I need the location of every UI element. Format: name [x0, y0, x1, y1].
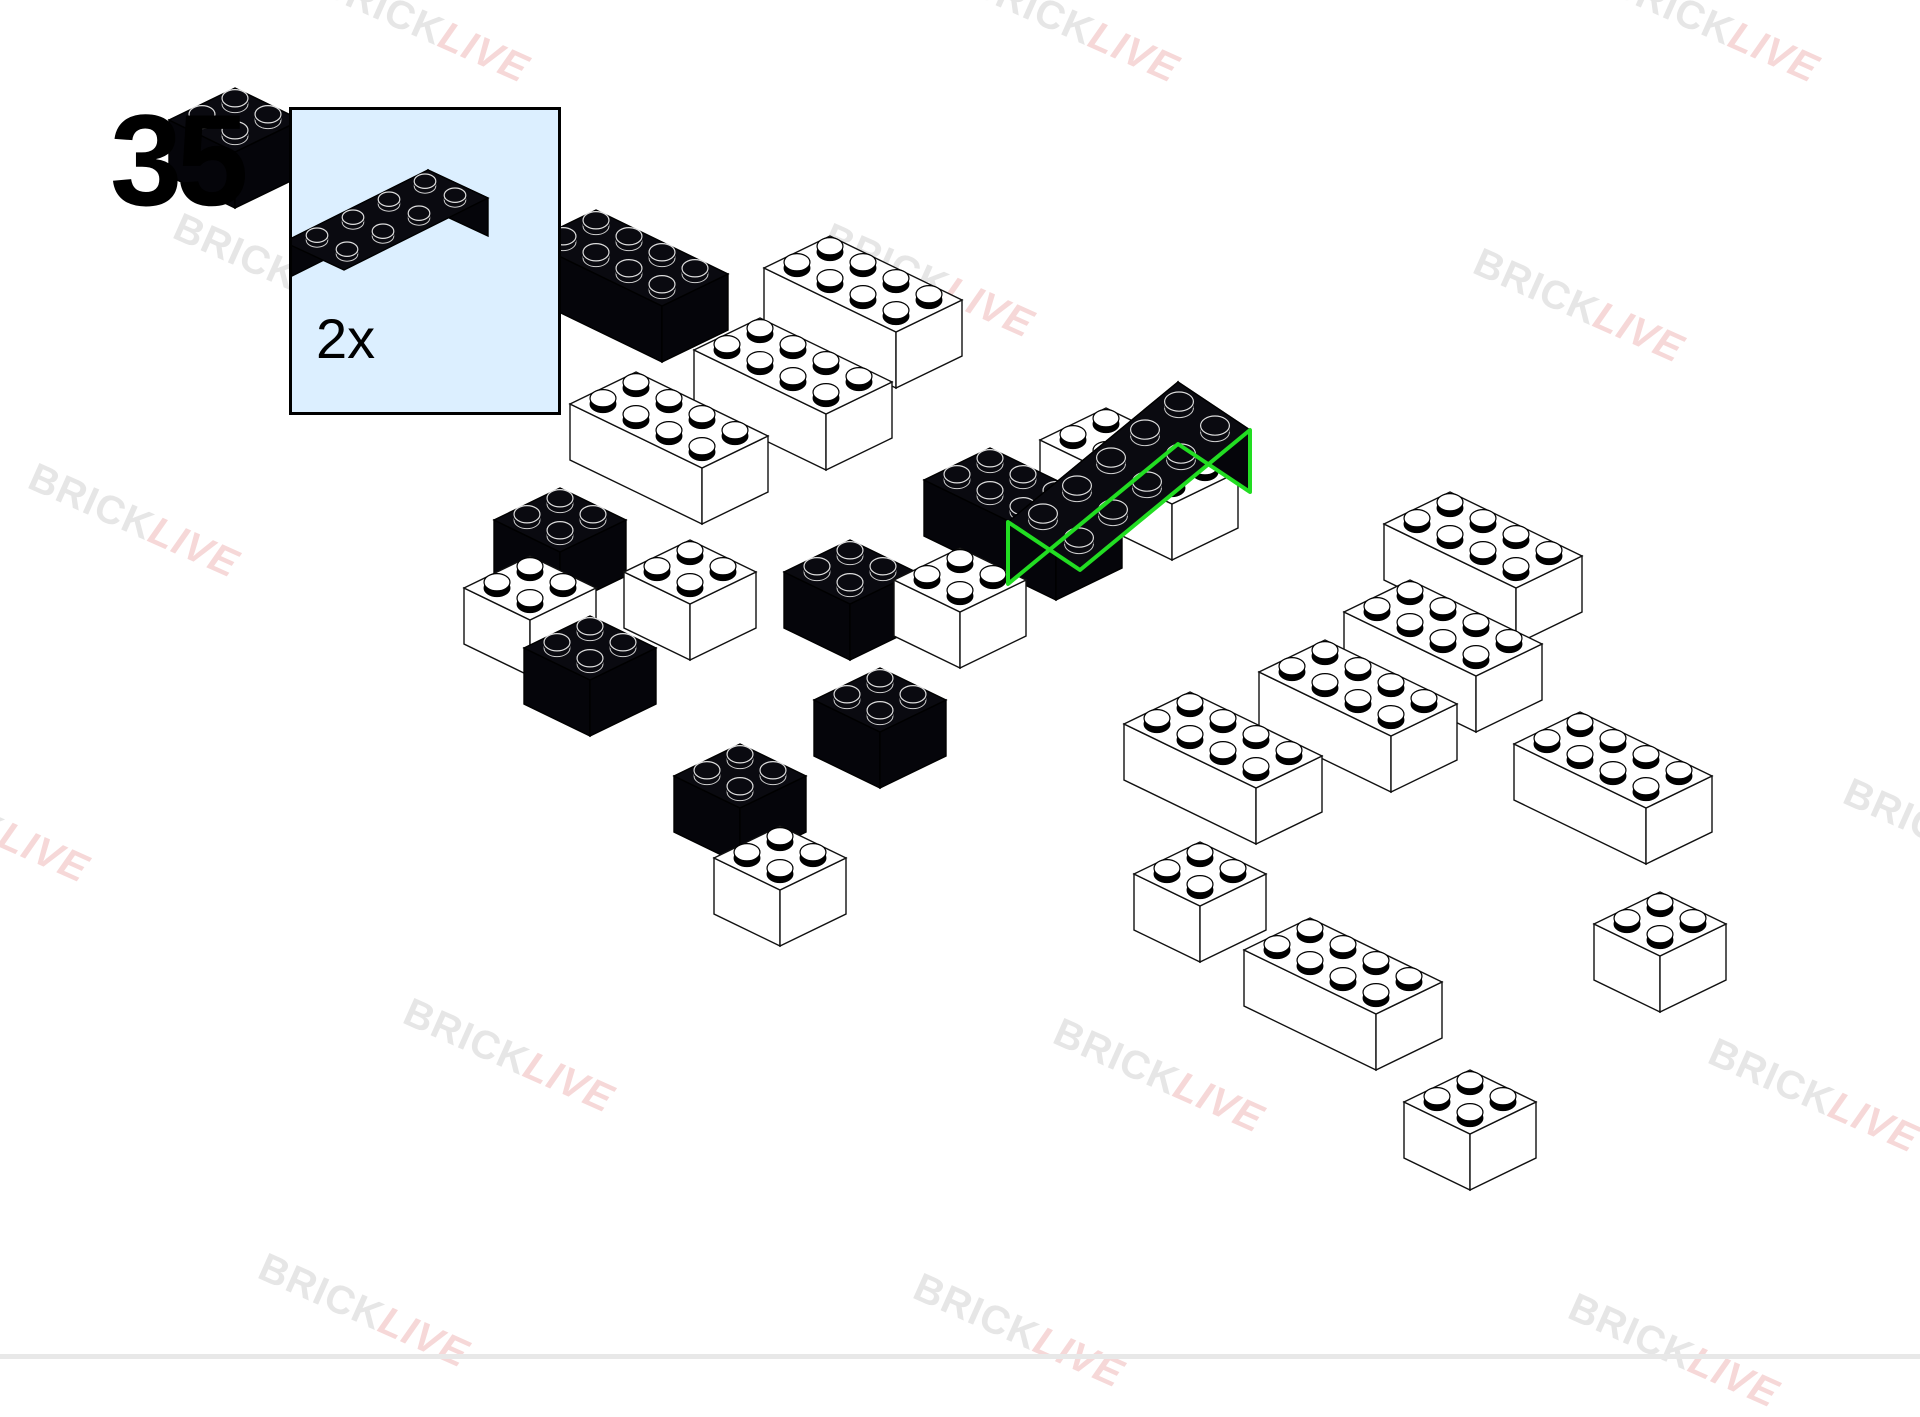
brick-white: [622, 539, 758, 662]
brick-black: [812, 667, 948, 790]
brick-white: [1257, 639, 1459, 794]
brick-white: [1242, 917, 1444, 1072]
brick-white: [892, 547, 1028, 670]
brick-white: [568, 371, 770, 526]
brick-black: [492, 487, 628, 610]
new-black-brick-highlight: [1006, 380, 1252, 586]
parts-callout: 2x: [289, 107, 561, 415]
part-quantity: 2x: [316, 307, 376, 370]
page-bottom-rule: [0, 1354, 1920, 1359]
brick-black: [522, 615, 658, 738]
brick-white: [1402, 1069, 1538, 1192]
brick-white: [1512, 711, 1714, 866]
brick-white: [712, 825, 848, 948]
brick-white: [1122, 691, 1324, 846]
step-number: 35: [110, 87, 249, 233]
brick-white: [1382, 491, 1584, 646]
brick-black: [167, 87, 303, 210]
black-2x4-brick-icon: [292, 168, 490, 277]
assembly-model: [167, 87, 1728, 1192]
brick-black-2x4: [292, 168, 490, 277]
brick-white: [1592, 891, 1728, 1014]
brick-white: [692, 317, 894, 472]
brick-white: [1132, 841, 1268, 964]
brick-white: [762, 235, 964, 390]
